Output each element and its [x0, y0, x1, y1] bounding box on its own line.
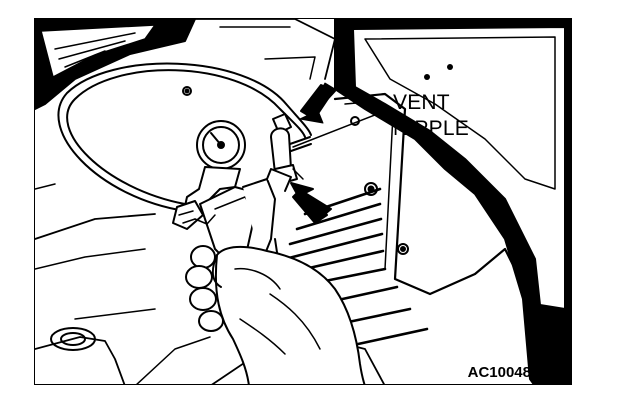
top-surface-lines: [182, 19, 336, 96]
upper-left-body-panel: [35, 19, 196, 110]
arrow-lower: [290, 182, 332, 224]
illustration-frame: VENT NIPPLE AC100481AB: [34, 18, 572, 385]
right-side-housing: [334, 19, 571, 384]
arrow-upper: [299, 82, 336, 124]
figure-id-label: AC100481AB: [467, 364, 561, 381]
callout-label-vent: VENT: [393, 91, 450, 114]
callout-label-nipple: NIPPLE: [393, 117, 469, 140]
gloved-hand: [185, 245, 366, 384]
hose: [57, 62, 312, 212]
callout-leader: [292, 110, 386, 148]
line-illustration: [35, 19, 571, 384]
